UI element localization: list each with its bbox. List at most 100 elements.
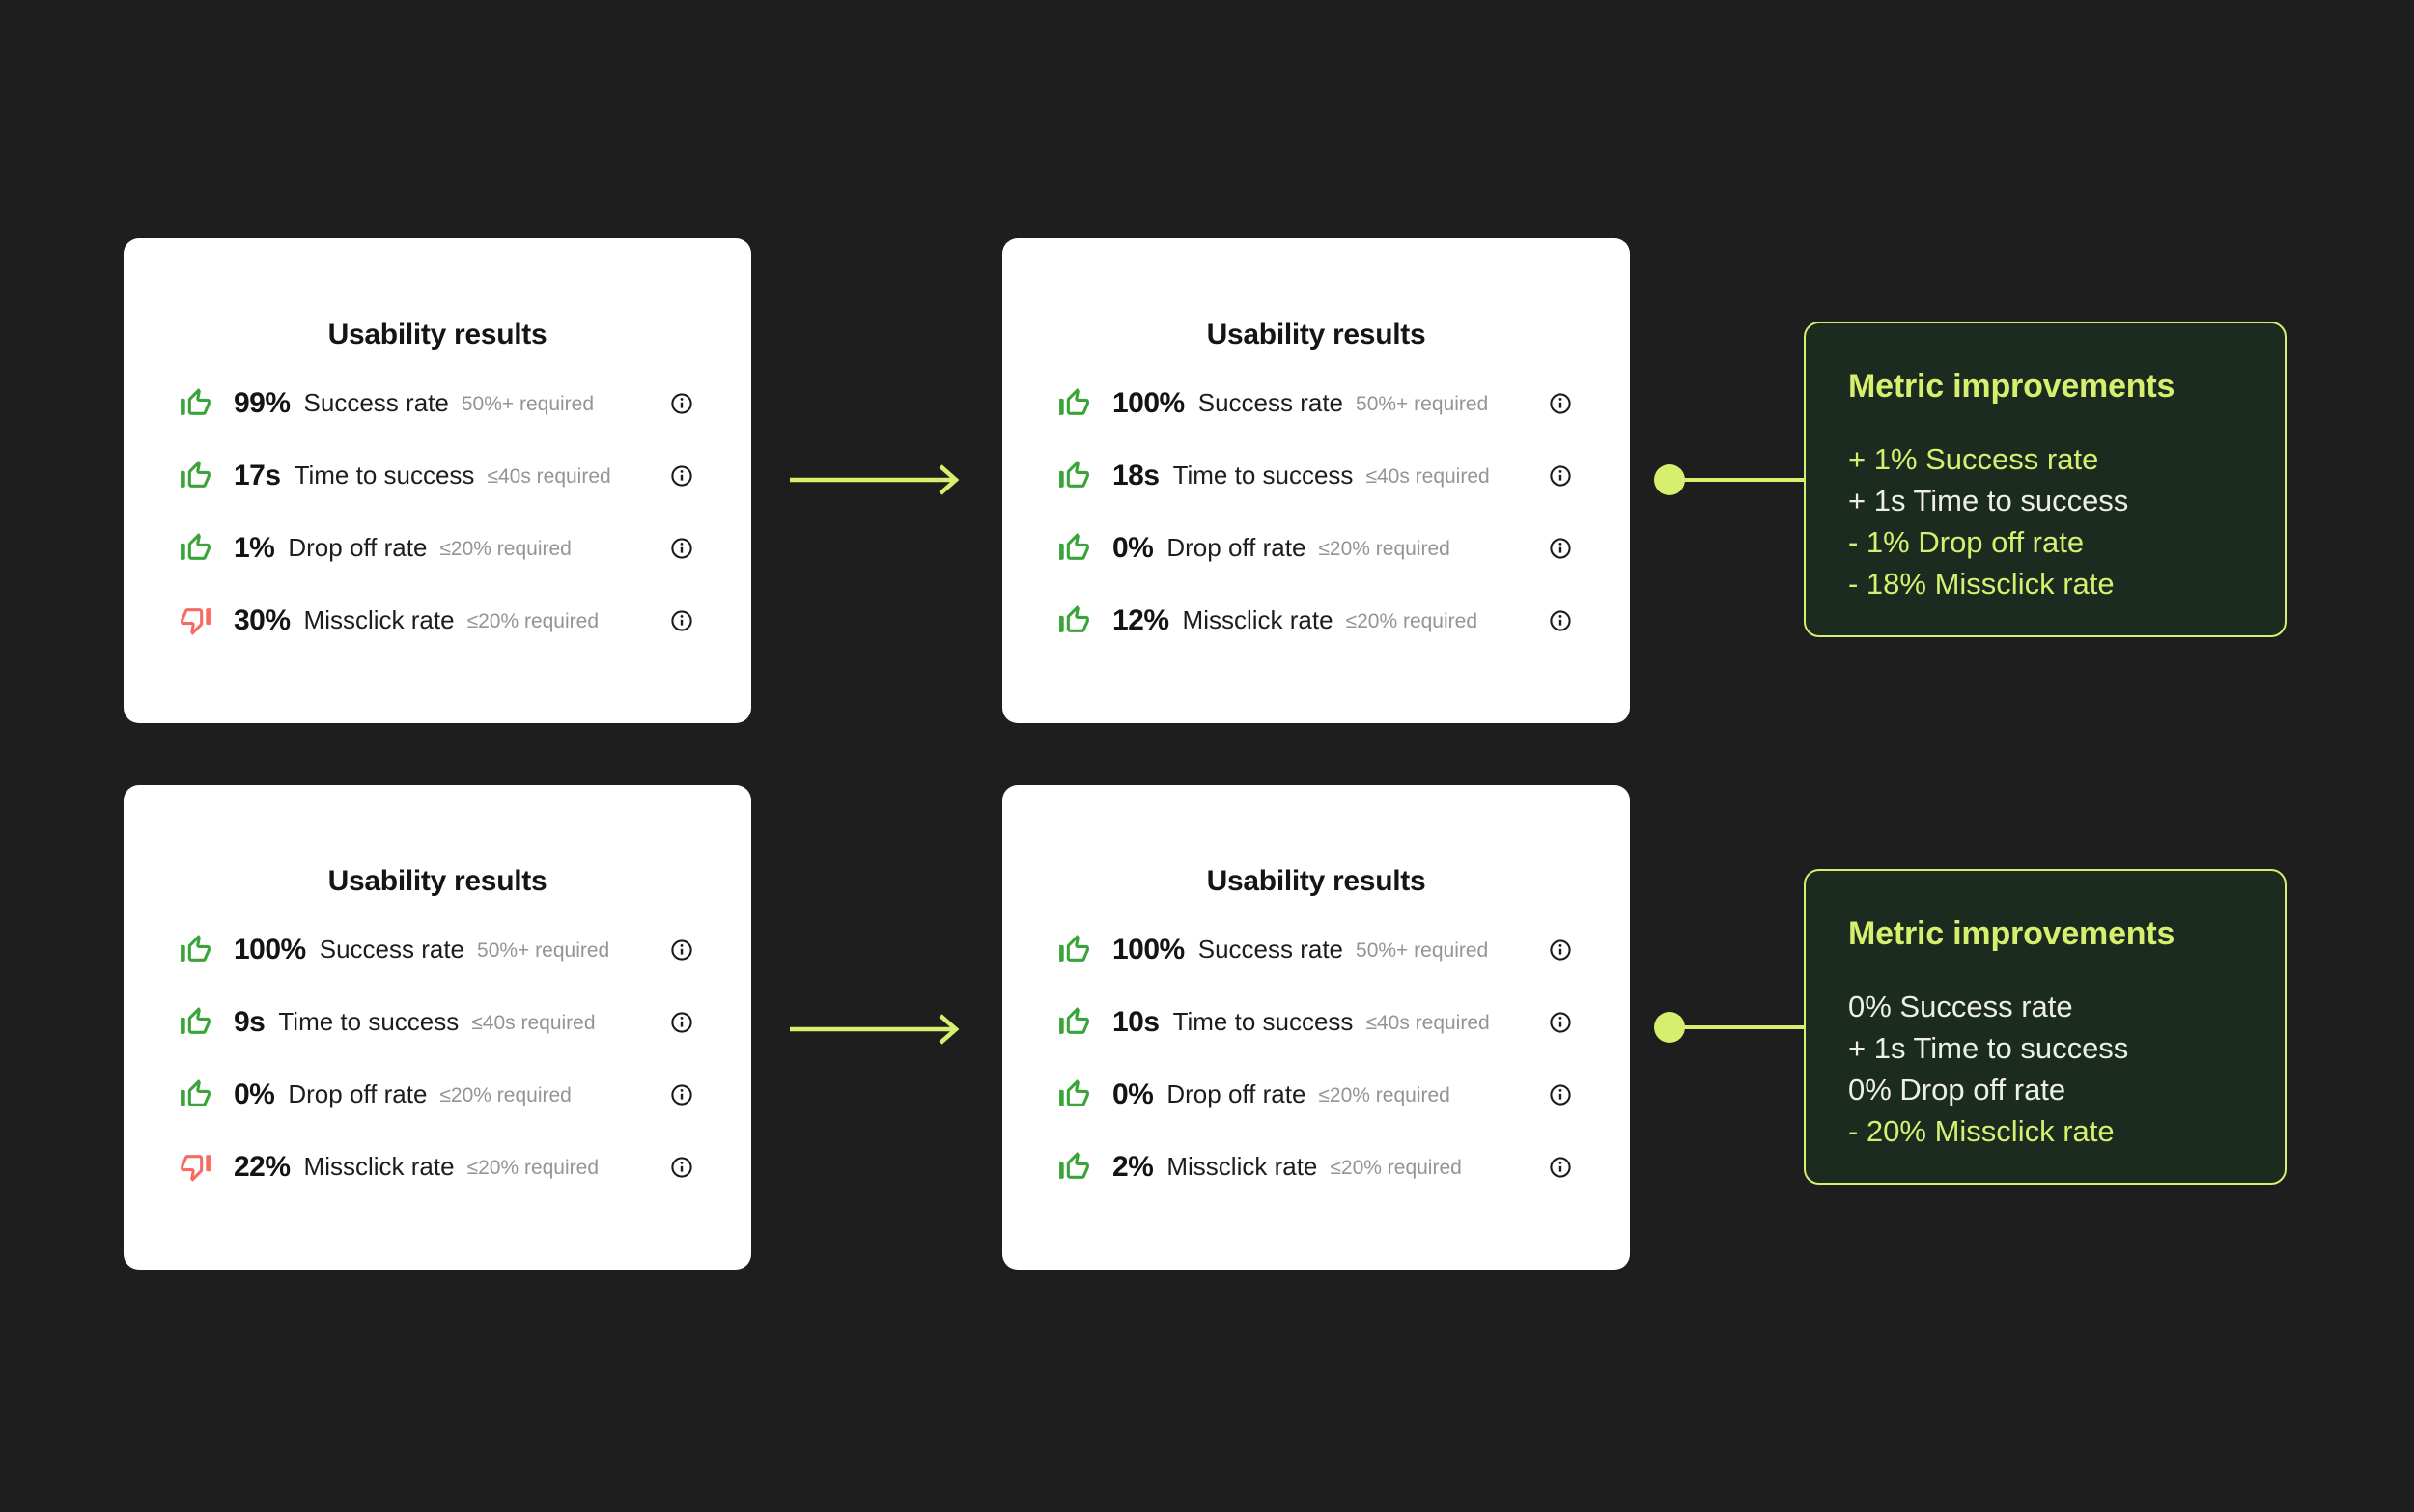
improvements-title: Metric improvements bbox=[1848, 915, 2175, 952]
metric-required: 50%+ required bbox=[1356, 393, 1489, 415]
metric-value: 18s bbox=[1112, 459, 1160, 491]
info-icon[interactable] bbox=[1549, 392, 1572, 415]
metric-row: 99% Success rate 50%+ required bbox=[124, 367, 751, 439]
metric-required: ≤40s required bbox=[1365, 1012, 1490, 1034]
metric-value: 0% bbox=[234, 1078, 275, 1110]
thumb-down-icon bbox=[178, 1149, 213, 1185]
metric-label: Drop off rate bbox=[1166, 1079, 1306, 1108]
info-icon[interactable] bbox=[1549, 1011, 1572, 1034]
improvement-lines: 0% Success rate + 1s Time to success 0% … bbox=[1848, 986, 2250, 1152]
info-icon[interactable] bbox=[1549, 1083, 1572, 1106]
improvement-line: + 1s Time to success bbox=[1848, 1031, 2129, 1065]
right-arrow-icon bbox=[786, 459, 965, 501]
info-icon[interactable] bbox=[1549, 938, 1572, 962]
metric-label: Missclick rate bbox=[1182, 605, 1333, 634]
metric-improvements-card-top: Metric improvements + 1% Success rate + … bbox=[1804, 322, 2287, 637]
thumb-up-icon bbox=[178, 1077, 213, 1112]
metric-value: 30% bbox=[234, 603, 291, 636]
metric-row: 100% Success rate 50%+ required bbox=[124, 913, 751, 986]
metric-row: 100% Success rate 50%+ required bbox=[1002, 367, 1630, 439]
connector-dot bbox=[1654, 464, 1685, 495]
improvement-line: - 20% Missclick rate bbox=[1848, 1114, 2115, 1148]
metric-required: ≤20% required bbox=[439, 538, 572, 560]
metric-required: 50%+ required bbox=[477, 939, 610, 962]
thumb-up-icon bbox=[1056, 1077, 1092, 1112]
info-icon[interactable] bbox=[670, 1156, 693, 1179]
info-icon[interactable] bbox=[670, 392, 693, 415]
info-icon[interactable] bbox=[1549, 1156, 1572, 1179]
usability-results-card-bottom-before: Usability results 100% Success rate 50%+… bbox=[124, 785, 751, 1270]
metric-value: 2% bbox=[1112, 1150, 1154, 1183]
info-icon[interactable] bbox=[670, 537, 693, 560]
metric-row: 17s Time to success ≤40s required bbox=[124, 439, 751, 512]
metric-required: ≤40s required bbox=[1365, 465, 1490, 488]
info-icon[interactable] bbox=[1549, 537, 1572, 560]
connector-line bbox=[1651, 1006, 1806, 1049]
metric-label: Time to success bbox=[1172, 1007, 1354, 1036]
thumb-up-icon bbox=[1056, 385, 1092, 421]
info-icon[interactable] bbox=[670, 609, 693, 632]
usability-results-card-bottom-after: Usability results 100% Success rate 50%+… bbox=[1002, 785, 1630, 1270]
metric-rows: 99% Success rate 50%+ required 17s Time … bbox=[124, 367, 751, 657]
metric-label: Time to success bbox=[294, 461, 475, 490]
improvement-line: - 18% Missclick rate bbox=[1848, 567, 2115, 601]
metric-value: 17s bbox=[234, 459, 281, 491]
info-icon[interactable] bbox=[670, 938, 693, 962]
improvements-title: Metric improvements bbox=[1848, 368, 2175, 405]
card-title: Usability results bbox=[1206, 865, 1426, 897]
metric-row: 0% Drop off rate ≤20% required bbox=[1002, 512, 1630, 584]
metric-row: 100% Success rate 50%+ required bbox=[1002, 913, 1630, 986]
info-icon[interactable] bbox=[670, 1083, 693, 1106]
improvement-line: + 1s Time to success bbox=[1848, 484, 2129, 518]
improvement-lines: + 1% Success rate + 1s Time to success -… bbox=[1848, 438, 2250, 604]
metric-value: 0% bbox=[1112, 1078, 1154, 1110]
metric-improvements-card-bottom: Metric improvements 0% Success rate + 1s… bbox=[1804, 869, 2287, 1185]
metric-value: 0% bbox=[1112, 531, 1154, 564]
thumb-up-icon bbox=[1056, 932, 1092, 967]
metric-value: 1% bbox=[234, 531, 275, 564]
metric-required: ≤20% required bbox=[1318, 1084, 1450, 1106]
metric-row: 9s Time to success ≤40s required bbox=[124, 986, 751, 1058]
metric-value: 10s bbox=[1112, 1005, 1160, 1038]
metric-row: 2% Missclick rate ≤20% required bbox=[1002, 1131, 1630, 1203]
improvement-line: 0% Success rate bbox=[1848, 990, 2073, 1023]
metric-required: ≤40s required bbox=[471, 1012, 596, 1034]
usability-results-card-top-before: Usability results 99% Success rate 50%+ … bbox=[124, 238, 751, 723]
improvement-line: 0% Drop off rate bbox=[1848, 1073, 2066, 1106]
metric-label: Time to success bbox=[278, 1007, 460, 1036]
thumb-up-icon bbox=[178, 458, 213, 493]
metric-row: 1% Drop off rate ≤20% required bbox=[124, 512, 751, 584]
thumb-up-icon bbox=[178, 385, 213, 421]
thumb-up-icon bbox=[1056, 458, 1092, 493]
metric-rows: 100% Success rate 50%+ required 10s Time… bbox=[1002, 913, 1630, 1203]
metric-value: 99% bbox=[234, 386, 291, 419]
info-icon[interactable] bbox=[1549, 464, 1572, 488]
metric-label: Missclick rate bbox=[1166, 1152, 1318, 1181]
metric-row: 10s Time to success ≤40s required bbox=[1002, 986, 1630, 1058]
thumb-up-icon bbox=[1056, 602, 1092, 638]
info-icon[interactable] bbox=[670, 1011, 693, 1034]
metric-value: 100% bbox=[1112, 386, 1185, 419]
card-title: Usability results bbox=[327, 319, 547, 350]
metric-required: ≤20% required bbox=[466, 1157, 600, 1179]
right-arrow-icon bbox=[786, 1008, 965, 1050]
info-icon[interactable] bbox=[670, 464, 693, 488]
thumb-up-icon bbox=[1056, 530, 1092, 566]
thumb-up-icon bbox=[178, 932, 213, 967]
metric-label: Missclick rate bbox=[303, 605, 455, 634]
metric-label: Success rate bbox=[1197, 935, 1344, 964]
metric-required: ≤40s required bbox=[487, 465, 611, 488]
metric-value: 100% bbox=[234, 933, 306, 966]
info-icon[interactable] bbox=[1549, 609, 1572, 632]
metric-value: 22% bbox=[234, 1150, 291, 1183]
metric-row: 0% Drop off rate ≤20% required bbox=[124, 1058, 751, 1131]
card-title: Usability results bbox=[327, 865, 547, 897]
metric-row: 18s Time to success ≤40s required bbox=[1002, 439, 1630, 512]
metric-required: 50%+ required bbox=[1356, 939, 1489, 962]
metric-rows: 100% Success rate 50%+ required 18s Time… bbox=[1002, 367, 1630, 657]
thumb-up-icon bbox=[178, 1004, 213, 1040]
metric-required: ≤20% required bbox=[1330, 1157, 1462, 1179]
metric-label: Drop off rate bbox=[1166, 533, 1306, 562]
metric-required: ≤20% required bbox=[1318, 538, 1450, 560]
